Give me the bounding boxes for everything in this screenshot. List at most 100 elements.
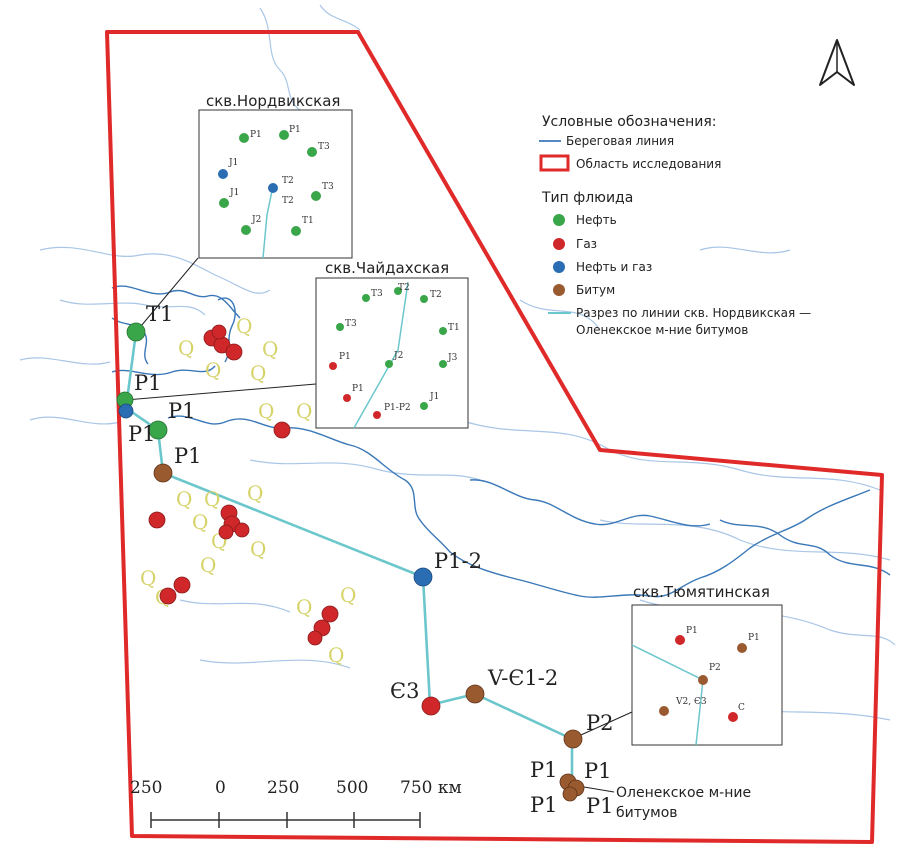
bitumen-points bbox=[153, 463, 585, 802]
q-label: Q bbox=[200, 553, 216, 577]
scale-label: 750 км bbox=[400, 778, 462, 798]
inset-label: P1 bbox=[289, 125, 301, 135]
coastline bbox=[111, 285, 891, 598]
inset-label: J1 bbox=[228, 158, 238, 168]
legend-item-section: Разрез по линии скв. Нордвикская — bbox=[576, 306, 811, 320]
bitumen-point bbox=[563, 729, 583, 749]
gas-point bbox=[225, 343, 243, 361]
oil-gas-points bbox=[118, 403, 433, 587]
gas-points bbox=[148, 324, 441, 716]
inset-title: скв.Нордвикская bbox=[206, 92, 340, 110]
inset-label: P1 bbox=[686, 626, 698, 636]
scale-label: 500 bbox=[336, 778, 368, 798]
inset-label: P2 bbox=[709, 663, 721, 673]
map-label: P1-2 bbox=[434, 549, 482, 573]
inset-label: P1 bbox=[339, 352, 351, 362]
inset-label: T3 bbox=[345, 319, 357, 329]
inset-label: J1 bbox=[429, 392, 439, 402]
inset-label: J1 bbox=[229, 188, 239, 198]
olenek-label: Оленекское м-ние bbox=[616, 785, 751, 801]
gas-point bbox=[211, 324, 227, 340]
north-arrow-icon bbox=[819, 39, 855, 86]
q-label: Q bbox=[258, 399, 274, 423]
inset-label: J2 bbox=[251, 215, 261, 225]
q-label: Q bbox=[328, 643, 344, 667]
map-label: P1 bbox=[174, 444, 202, 468]
background-coastline bbox=[19, 4, 896, 721]
q-label: Q bbox=[296, 399, 312, 423]
gas-point bbox=[421, 696, 441, 716]
gas-point bbox=[218, 524, 234, 540]
q-label: Q bbox=[250, 537, 266, 561]
gas-point bbox=[234, 522, 250, 538]
q-label: Q bbox=[204, 487, 220, 511]
legend-fluid-title: Тип флюида bbox=[541, 190, 633, 206]
map-label: P1 bbox=[530, 758, 558, 782]
inset-label: T1 bbox=[302, 216, 314, 226]
olenek-label: битумов bbox=[616, 805, 678, 821]
inset-nordvik: скв.Нордвикская P1 P1 T3 J1 T2 T2 T3 J1 … bbox=[198, 92, 353, 259]
gas-point bbox=[307, 630, 323, 646]
map-label: Є3 bbox=[390, 679, 419, 703]
gas-point bbox=[159, 587, 177, 605]
q-label: Q bbox=[296, 595, 312, 619]
gas-point bbox=[173, 576, 191, 594]
bitumen-point bbox=[562, 786, 578, 802]
inset-label: T1 bbox=[448, 323, 460, 333]
q-label: Q bbox=[140, 566, 156, 590]
inset-label: J3 bbox=[447, 353, 458, 363]
q-label: Q bbox=[250, 361, 266, 385]
inset-title: скв.Чайдахская bbox=[325, 259, 449, 277]
inset-label: V2, Є3 bbox=[675, 697, 707, 707]
legend-item-section: Оленекское м-ние битумов bbox=[576, 323, 748, 337]
inset-label: T3 bbox=[318, 142, 330, 152]
oil-points bbox=[116, 322, 168, 440]
legend-item-gas: Газ bbox=[576, 237, 597, 251]
inset-tyumyatin: скв.Тюмятинская P1 P1 P2 V2, Є3 C bbox=[631, 583, 783, 746]
map-labels: T1 P1 P1 P1 P1 P1-2 Є3 V-Є1-2 P2 P1 P1 P… bbox=[128, 302, 751, 821]
inset-label: P1 bbox=[250, 130, 262, 140]
scale-label: 250 bbox=[130, 778, 162, 798]
map-label: P2 bbox=[586, 711, 614, 735]
map-label: V-Є1-2 bbox=[487, 666, 558, 690]
map-label: P1 bbox=[128, 422, 156, 446]
gas-point bbox=[273, 421, 291, 439]
inset-title: скв.Тюмятинская bbox=[633, 583, 770, 601]
inset-label: T2 bbox=[282, 176, 294, 186]
map-label: P1 bbox=[530, 793, 558, 817]
scale-bar: 250 0 250 500 750 км bbox=[130, 778, 462, 828]
inset-label: T2 bbox=[430, 290, 442, 300]
inset-label: T3 bbox=[322, 182, 334, 192]
q-label: Q bbox=[205, 358, 221, 382]
inset-label: T3 bbox=[371, 289, 383, 299]
legend-item-oil: Нефть bbox=[576, 213, 617, 227]
map-label: P1 bbox=[584, 759, 612, 783]
legend-item-coastline: Береговая линия bbox=[566, 134, 674, 148]
bitumen-point bbox=[465, 684, 485, 704]
legend: Условные обозначения: Береговая линия Об… bbox=[539, 114, 811, 337]
inset-label: T2 bbox=[398, 283, 410, 293]
q-label: Q bbox=[236, 314, 252, 338]
oil-point bbox=[126, 322, 146, 342]
q-label: Q bbox=[178, 336, 194, 360]
inset-label: P1-P2 bbox=[384, 403, 411, 413]
oil-point bbox=[148, 420, 168, 440]
legend-item-bitumen: Битум bbox=[576, 283, 615, 297]
inset-label: C bbox=[738, 703, 745, 713]
study-area-boundary bbox=[105, 30, 884, 844]
map-label: P1 bbox=[168, 399, 196, 423]
gas-point bbox=[148, 511, 166, 529]
inset-label: T2 bbox=[282, 196, 294, 206]
inset-label: J2 bbox=[393, 351, 403, 361]
legend-item-study-area: Область исследования bbox=[576, 157, 721, 171]
inset-label: P1 bbox=[748, 633, 760, 643]
scale-label: 250 bbox=[267, 778, 299, 798]
map-label: P1 bbox=[586, 794, 614, 818]
legend-title: Условные обозначения: bbox=[542, 114, 716, 130]
inset-chaidakh: скв.Чайдахская T3 T2 T2 T3 T1 P1 J2 J3 P… bbox=[315, 259, 469, 429]
q-label: Q bbox=[192, 510, 208, 534]
oil-gas-point bbox=[413, 567, 433, 587]
gas-point bbox=[321, 605, 339, 623]
q-label: Q bbox=[340, 583, 356, 607]
